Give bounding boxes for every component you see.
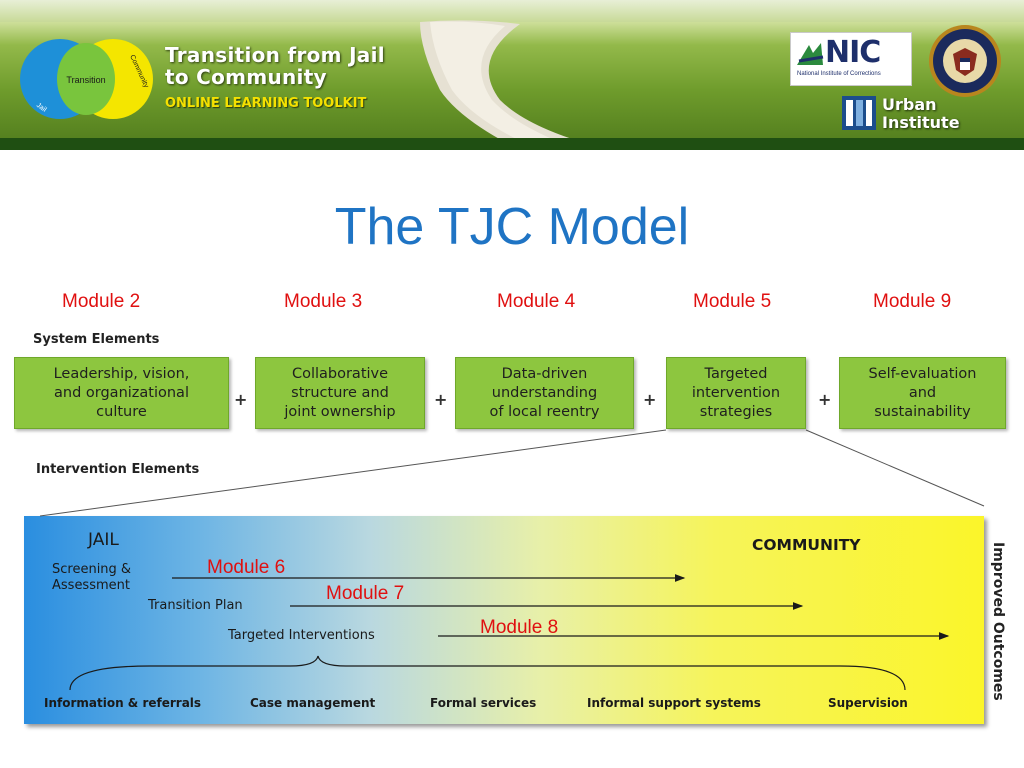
- plus-sign: +: [434, 390, 448, 409]
- system-elements-label: System Elements: [33, 332, 160, 347]
- module-label-2: Module 2: [62, 291, 141, 312]
- element-box-data-driven: Data-driven understanding of local reent…: [455, 357, 634, 429]
- banner-title-line1: Transition from Jail: [165, 43, 385, 67]
- element-text-line: culture: [96, 403, 147, 420]
- nic-text: NIC: [825, 35, 881, 70]
- module-label-6: Module 6: [207, 557, 286, 578]
- community-label: COMMUNITY: [752, 536, 861, 554]
- element-text-line: Targeted: [704, 365, 768, 382]
- element-text-line: Self-evaluation: [868, 365, 977, 382]
- transition-plan-label: Transition Plan: [148, 598, 243, 613]
- targeted-interventions-label: Targeted Interventions: [228, 628, 375, 643]
- element-text-line: joint ownership: [284, 403, 396, 420]
- element-text-line: intervention: [691, 384, 781, 401]
- element-text-line: Leadership, vision,: [53, 365, 190, 382]
- item-case-management: Case management: [250, 696, 376, 710]
- item-supervision: Supervision: [828, 696, 908, 710]
- element-text-line: of local reentry: [489, 403, 600, 420]
- element-text-line: sustainability: [874, 403, 971, 420]
- road-illustration: [420, 20, 610, 150]
- item-information-referrals: Information & referrals: [44, 696, 202, 710]
- intervention-elements-label: Intervention Elements: [36, 462, 200, 477]
- element-box-targeted: Targeted intervention strategies: [666, 357, 806, 429]
- screening-line1: Screening &: [52, 562, 132, 577]
- module-label-5: Module 5: [693, 291, 772, 312]
- module-label-9: Module 9: [873, 291, 952, 312]
- urban-line1: Urban: [882, 95, 937, 114]
- banner-subtitle: ONLINE LEARNING TOOLKIT: [165, 96, 367, 111]
- plus-sign: +: [643, 390, 657, 409]
- improved-outcomes-label: Improved Outcomes: [990, 542, 1006, 701]
- nic-logo: NIC National Institute of Corrections: [790, 32, 912, 86]
- plus-sign: +: [818, 390, 832, 409]
- header-banner: Transition Jail Community Transition fro…: [0, 0, 1024, 150]
- intervention-panel: [24, 516, 984, 724]
- element-text-line: and organizational: [54, 384, 189, 401]
- module-label-7: Module 7: [326, 583, 405, 604]
- element-text-line: structure and: [291, 384, 389, 401]
- jail-label: JAIL: [88, 530, 119, 550]
- funnel-line-right: [805, 429, 985, 507]
- element-text-line: Collaborative: [291, 365, 389, 382]
- banner-bottom-strip: [0, 138, 1024, 150]
- nic-swoosh-icon: [797, 43, 824, 65]
- improved-outcomes-text: Improved Outcomes: [990, 542, 1006, 701]
- module-label-4: Module 4: [497, 291, 576, 312]
- plus-sign: +: [234, 390, 248, 409]
- banner-sky: [0, 0, 1024, 22]
- item-informal-support: Informal support systems: [587, 696, 761, 710]
- slide-title: The TJC Model: [334, 198, 690, 256]
- element-box-self-evaluation: Self-evaluation and sustainability: [839, 357, 1006, 429]
- urban-institute-icon: [842, 96, 876, 130]
- tjc-logo: Transition Jail Community: [20, 39, 153, 119]
- banner-title-line2: to Community: [165, 65, 327, 89]
- screening-line2: Assessment: [52, 578, 130, 593]
- element-text-line: understanding: [491, 384, 598, 401]
- item-formal-services: Formal services: [430, 696, 537, 710]
- module-label-8: Module 8: [480, 617, 559, 638]
- element-text-line: Data-driven: [501, 365, 588, 382]
- screening-assessment-label: Screening & Assessment: [52, 562, 131, 594]
- element-box-leadership: Leadership, vision, and organizational c…: [14, 357, 229, 429]
- logo-transition-text: Transition: [66, 75, 105, 85]
- element-text-line: strategies: [699, 403, 773, 420]
- banner-title: Transition from Jail to Community: [165, 44, 385, 88]
- element-box-collaborative: Collaborative structure and joint owners…: [255, 357, 425, 429]
- doj-seal-icon: [929, 25, 1001, 97]
- urban-line2: Institute: [882, 113, 960, 132]
- element-text-line: and: [908, 384, 937, 401]
- nic-subtext: National Institute of Corrections: [797, 71, 881, 77]
- module-label-3: Module 3: [284, 291, 363, 312]
- interventions-brace: [69, 655, 906, 691]
- funnel-line-left: [39, 429, 667, 517]
